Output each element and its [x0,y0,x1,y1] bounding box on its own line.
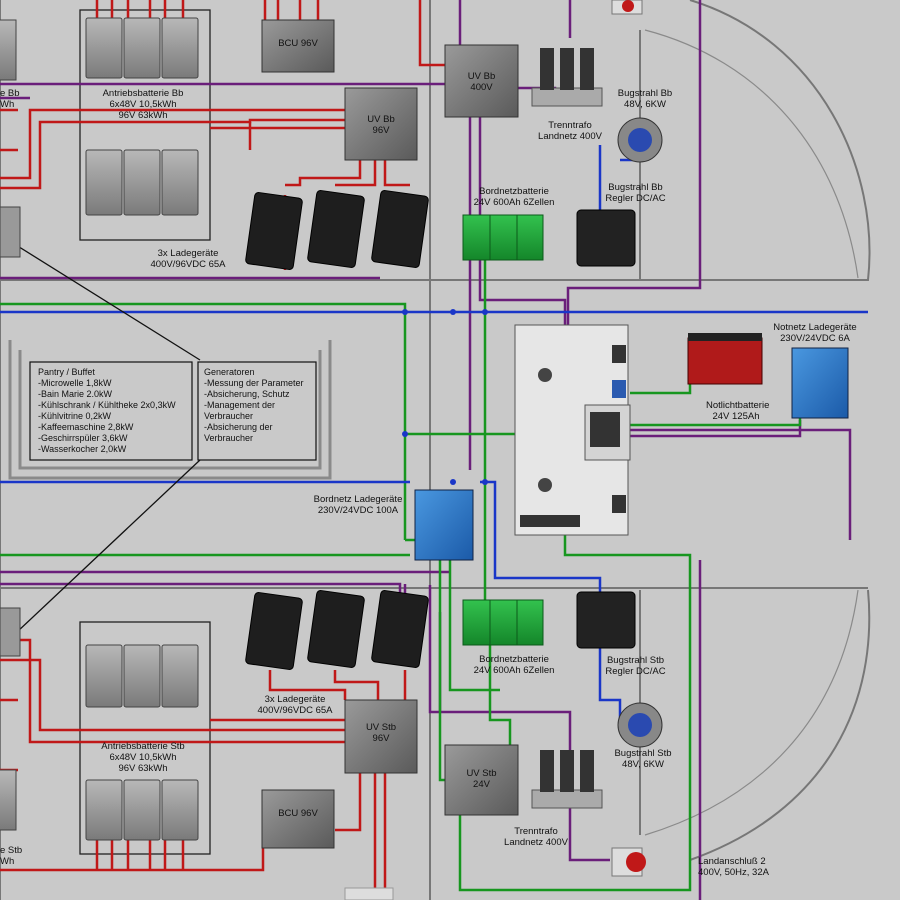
uv-stb-24-box [444,744,519,816]
corridor-frame [8,340,332,480]
chargers-top [245,190,429,270]
generator-box [197,361,317,461]
hull-outline [0,0,871,900]
emergency-battery [687,333,763,385]
left-edge-batteries [0,19,21,831]
wires-red [0,0,445,900]
trenntrafo-bottom [531,750,603,809]
shore-plug-top [611,0,643,15]
bow-thruster-bb [617,117,663,163]
regler-bb [576,209,636,267]
generator-list: Generatoren -Messung der Parameter -Absi… [204,367,304,443]
pantry-box [29,361,193,461]
wires-green [0,260,802,892]
chargers-bottom [245,590,429,670]
house-charger [414,489,474,561]
bcu-top-label: BCU 96V [278,38,318,49]
uv-bb-96-box [344,87,418,161]
bcu-bottom [261,789,335,849]
bcu-top [261,19,335,73]
bottom-bar [344,887,394,900]
house-battery-top [462,214,544,261]
wires-blue [0,140,868,720]
shore-plug-bottom [611,847,646,877]
drive-battery-stb [85,644,199,841]
battery-frame-stb [79,621,211,855]
emergency-charger [791,347,849,419]
bcu-bottom-label: BCU 96V [278,808,318,819]
house-battery-bottom [462,599,544,646]
battery-frame-bb [79,9,211,241]
bow-thruster-stb [617,702,663,748]
uv-stb-96-box [344,699,418,774]
junction-dots [402,309,488,485]
pantry-list: Pantry / Buffet -Microwelle 1,8kW -Bain … [38,367,176,454]
trenntrafo-top [531,48,603,107]
uv-bb-400-box [444,44,519,118]
main-switchboard [514,324,631,536]
regler-stb [576,591,636,649]
drive-battery-bb [85,17,199,216]
wires-black [0,234,201,649]
